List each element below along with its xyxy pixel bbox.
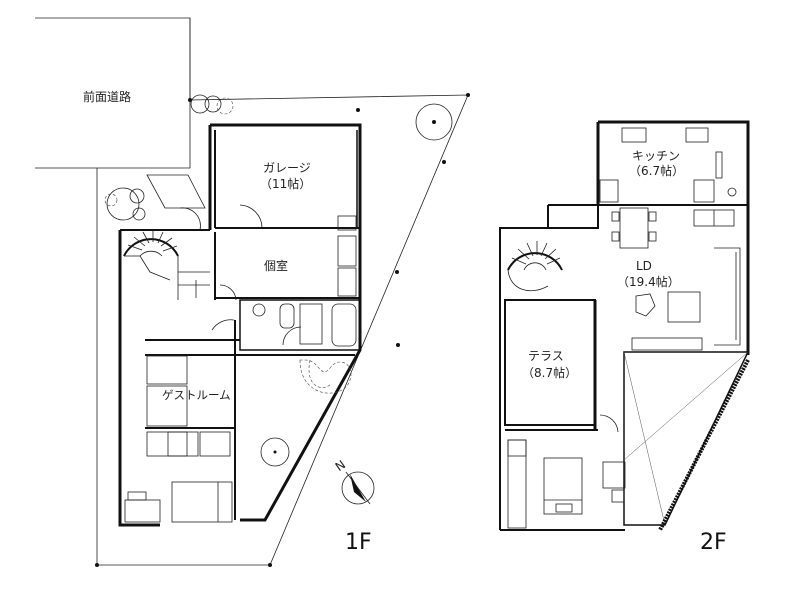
kitchen-area-label: （6.7帖） [629,163,684,178]
tree-icon [415,103,453,141]
ld-label: LD [636,259,652,273]
guest-room-label: ゲストルーム [162,388,231,402]
private-room-label: 個室 [264,258,288,273]
ld-area-label: （19.4帖） [617,274,680,289]
shrub-icon [104,94,234,221]
compass-north-label: N [333,457,348,474]
front-road [35,17,191,169]
site-boundary [95,93,470,567]
terrace-label: テラス [528,349,564,363]
first-floor-building [118,123,362,527]
terrace-area-label: （8.7帖） [522,365,577,380]
compass-icon [341,471,375,505]
first-floor-label: 1F [345,530,372,555]
kitchen-label: キッチン [632,149,680,163]
garage-area-label: （11帖） [260,176,311,191]
second-floor-building [499,120,750,531]
road-label: 前面道路 [83,89,131,104]
second-floor-label: 2F [700,530,727,555]
spiral-stair [123,230,210,300]
garage-label: ガレージ [263,161,311,175]
